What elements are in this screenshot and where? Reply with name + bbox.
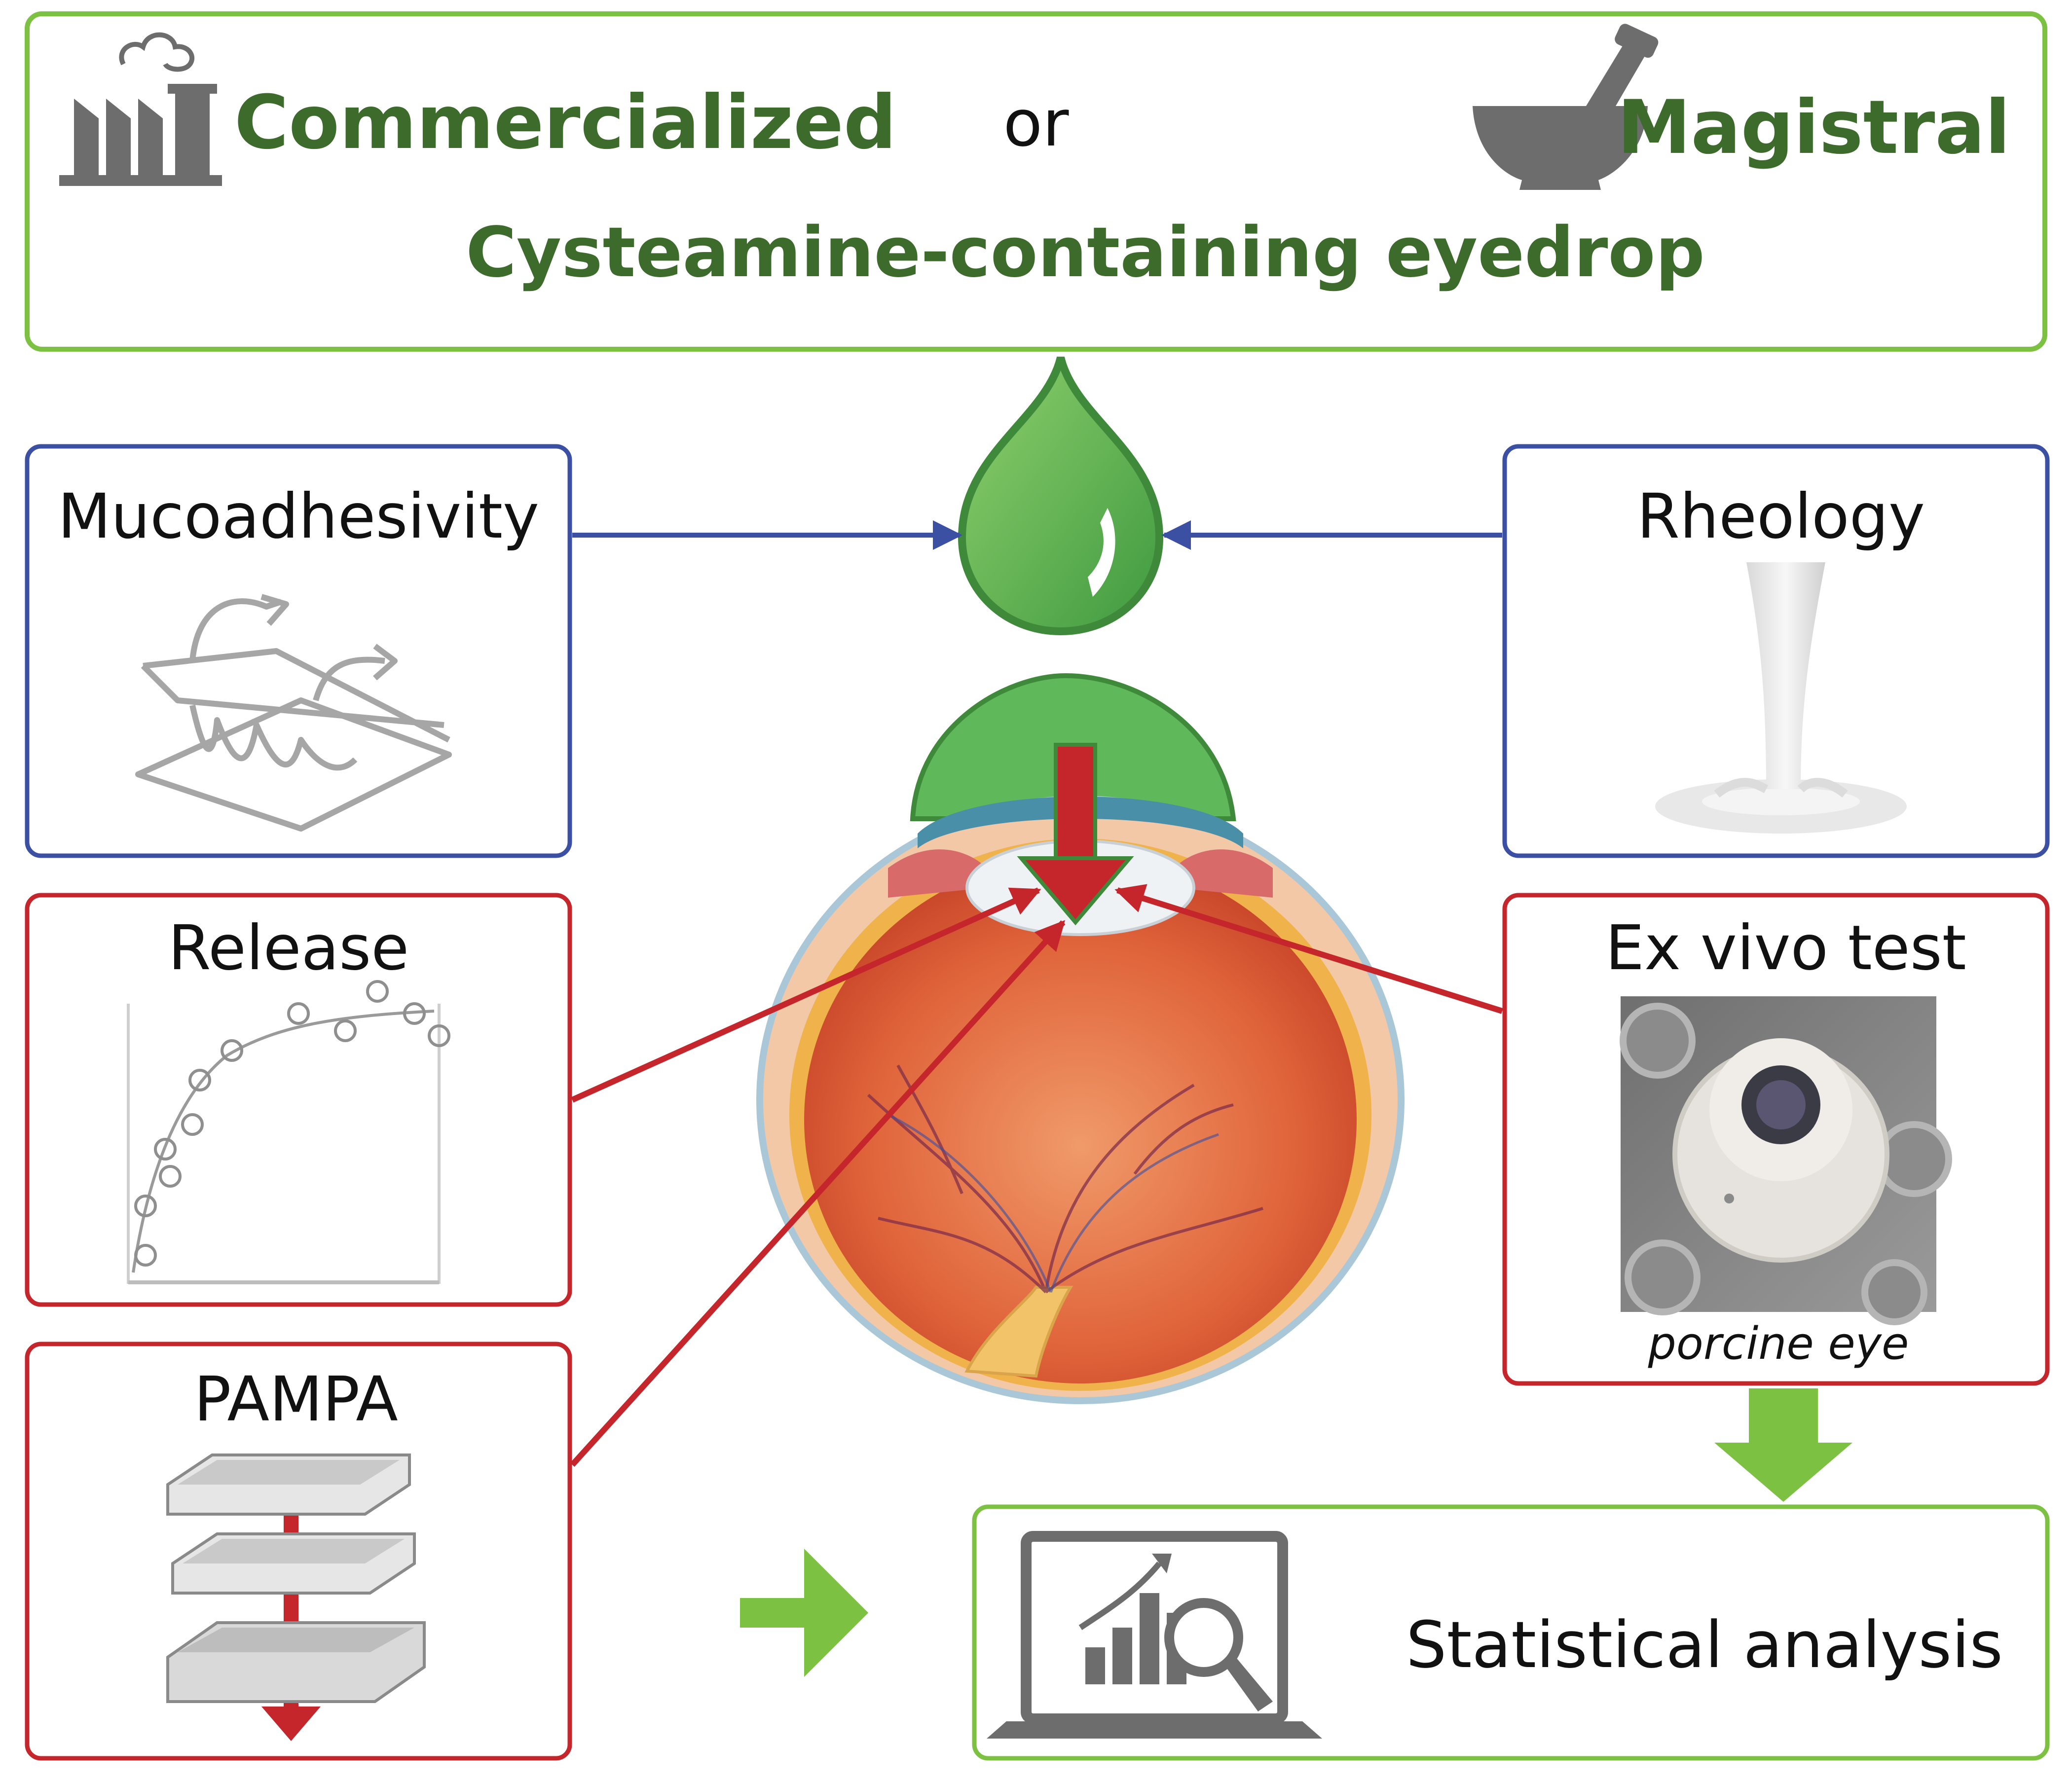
delivery-arrow [1017, 743, 1134, 926]
mucoadhesivity-panel: Mucoadhesivity [25, 444, 572, 858]
eyedrop-icon [958, 357, 1164, 636]
eyedrop-subtitle: Cysteamine-containing eyedrop [466, 213, 1705, 293]
ex-vivo-title: Ex vivo test [1605, 912, 1966, 984]
ex-vivo-caption: porcine eye [1648, 1318, 1909, 1370]
rheology-title: Rheology [1637, 481, 1925, 552]
ex-vivo-panel: Ex vivo test porcine eye [1502, 893, 2050, 1386]
porcine-eye-photo [1620, 996, 1952, 1325]
mucoadhesivity-title: Mucoadhesivity [58, 481, 539, 552]
eye-cross-section-icon [756, 673, 1405, 1404]
rheology-panel: Rheology [1502, 444, 2050, 858]
commercialized-label: Commercialized [234, 80, 896, 166]
magistral-label: Magistral [1617, 85, 2010, 171]
release-curve-icon [127, 980, 450, 1284]
green-arrow-right [740, 1549, 868, 1677]
header-panel: Commercialized or Magistral Cysteamine-c… [25, 11, 2047, 352]
pampa-panel: PAMPA [25, 1342, 572, 1761]
mortar-pestle-icon [1473, 24, 1659, 190]
pampa-title: PAMPA [194, 1364, 398, 1435]
stats-panel: Statistical analysis [972, 1504, 2050, 1761]
release-title: Release [168, 912, 409, 984]
or-label: or [1003, 86, 1070, 161]
mucoadhesion-icon [135, 594, 452, 832]
release-panel: Release [25, 893, 572, 1307]
well-plate-stack-icon [166, 1453, 426, 1741]
factory-icon [59, 32, 222, 186]
permeation-arrows [570, 884, 1503, 1467]
stats-title: Statistical analysis [1406, 1607, 2003, 1682]
green-arrow-down [1714, 1388, 1852, 1502]
laptop-analytics-icon [987, 1531, 1322, 1739]
liquid-pour-icon [1655, 562, 1907, 834]
